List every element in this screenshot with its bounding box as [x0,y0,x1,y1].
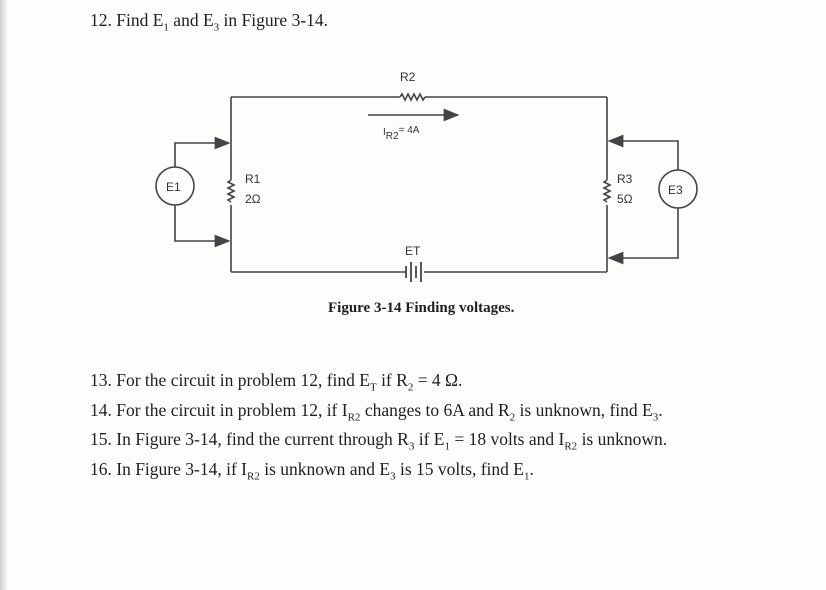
subscript: 3 [213,21,220,34]
r3-value: 5Ω [617,192,633,206]
problem-text: . [658,400,663,420]
problem-text: 15. In Figure 3-14, find the current thr… [90,429,409,449]
problem-text: if R [376,370,408,390]
r3-resistor [602,179,612,203]
problem-text: 16. In Figure 3-14, if I [90,459,247,479]
e1-label: E1 [166,180,181,194]
problem-text: 12. Find E [90,10,164,30]
e3-lead-top [607,134,679,170]
battery-et [405,262,422,282]
r1-label: R1 [245,172,261,186]
subscript: R2 [564,440,578,453]
problem-p15: 15. In Figure 3-14, find the current thr… [90,429,667,453]
problem-text: . [529,459,534,479]
subscript: 3 [652,411,659,424]
subscript: 1 [444,440,450,453]
subscript: R2 [247,470,260,483]
e3-label: E3 [668,183,683,197]
current-label: IR2= 4A [383,125,420,142]
scan-edge [0,0,8,590]
subscript: 3 [390,470,396,483]
subscript: R2 [347,411,361,424]
r3-label: R3 [617,172,633,186]
subscript: 2 [509,411,516,424]
r2-label: R2 [400,70,416,84]
problem-text: 14. For the circuit in problem 12, if I [90,400,348,420]
problem-text: is unknown. [577,429,668,449]
subscript: T [369,381,377,394]
problem-p16: 16. In Figure 3-14, if IR2 is unknown an… [90,459,534,483]
subscript: 1 [163,21,169,34]
problem-text: 13. For the circuit in problem 12, find … [90,370,370,390]
subscript: 1 [523,470,530,483]
r2-resistor [399,92,426,102]
r1-value: 2Ω [245,192,261,206]
problem-text: = 4 Ω. [413,370,463,390]
problem-text: = 18 volts and I [449,429,565,449]
subscript: 2 [407,381,414,394]
e1-lead-top [174,136,231,167]
problem-text: in Figure 3-14. [219,10,329,30]
problem-text: is 15 volts, find E [395,459,524,479]
problem-text: and E [168,10,214,30]
e1-lead-bottom [174,205,231,248]
problem-p12: 12. Find E1 and E3 in Figure 3-14. [90,10,328,34]
r1-resistor [226,179,236,203]
problem-p14: 14. For the circuit in problem 12, if IR… [90,400,663,424]
problem-text: changes to 6A and R [360,400,510,420]
problem-text: is unknown, find E [515,400,653,420]
problem-p13: 13. For the circuit in problem 12, find … [90,370,462,394]
subscript: 3 [408,440,415,453]
problem-text: if E [414,429,445,449]
e3-lead-bottom [607,208,679,265]
figure-caption: Figure 3-14 Finding voltages. [328,300,515,316]
problem-text: is unknown and E [259,459,391,479]
et-label: ET [405,244,421,258]
